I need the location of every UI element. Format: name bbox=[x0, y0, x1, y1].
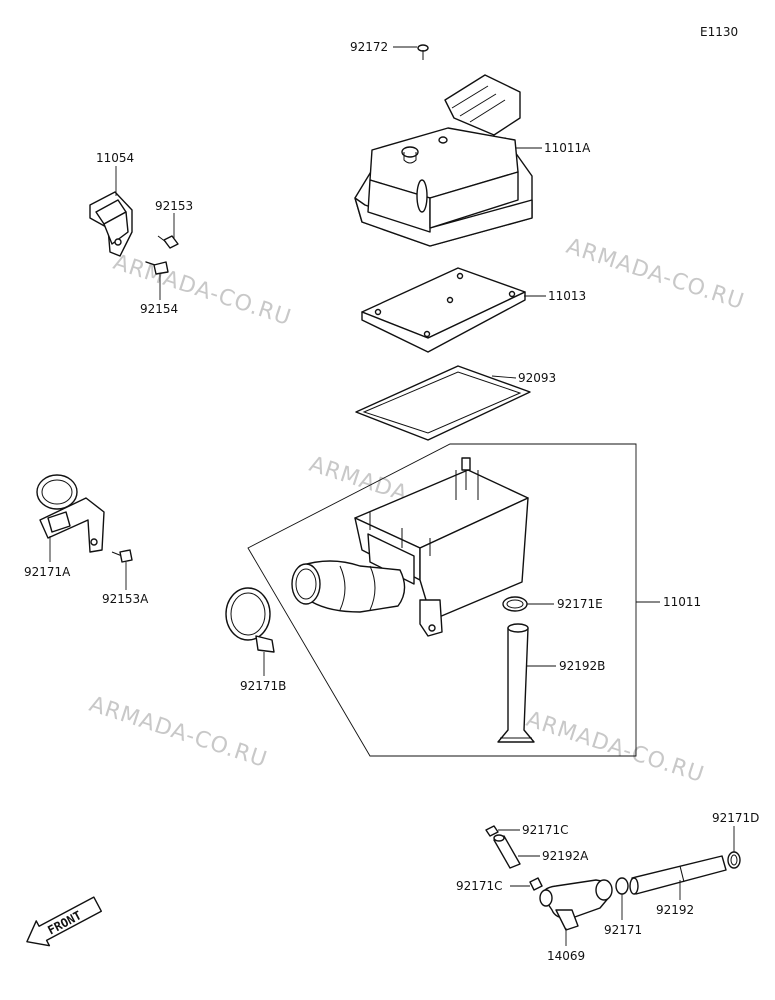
part-label-92171: 92171 bbox=[604, 923, 642, 937]
clamp-92171C-top bbox=[485, 825, 499, 837]
drain-tube-92192B bbox=[497, 623, 535, 743]
part-label-92192B: 92192B bbox=[559, 659, 605, 673]
clamp-92171E bbox=[502, 596, 528, 612]
part-label-92153A: 92153A bbox=[102, 592, 149, 606]
hose-92192 bbox=[629, 855, 727, 895]
clamp-92171D bbox=[727, 851, 741, 869]
watermark-text: ARMADA-CO.RU bbox=[563, 234, 747, 315]
part-label-92172: 92172 bbox=[350, 40, 388, 54]
part-label-92093: 92093 bbox=[518, 371, 556, 385]
part-label-92171A: 92171A bbox=[24, 565, 71, 579]
watermark-text: ARMADA-CO.RU bbox=[110, 250, 294, 331]
assembly-outline-11011 bbox=[247, 443, 637, 757]
part-label-92192A: 92192A bbox=[542, 849, 589, 863]
part-label-92171C-top: 92171C bbox=[522, 823, 569, 837]
part-label-11013: 11013 bbox=[548, 289, 586, 303]
clamp-92171 bbox=[615, 877, 629, 895]
part-label-11011: 11011 bbox=[663, 595, 701, 609]
bracket-11054 bbox=[89, 191, 133, 257]
screw-92172 bbox=[417, 44, 429, 60]
air-cleaner-cover bbox=[354, 74, 533, 247]
leader-line bbox=[491, 375, 517, 379]
part-label-11011A: 11011A bbox=[544, 141, 591, 155]
hose-92192A bbox=[493, 834, 521, 869]
diagram-code: E1130 bbox=[700, 25, 738, 39]
front-arrow-icon: FRONT bbox=[26, 896, 103, 947]
plate-11013 bbox=[361, 267, 526, 353]
part-label-92171E: 92171E bbox=[557, 597, 603, 611]
bolt-92153A bbox=[111, 549, 133, 563]
part-label-92153: 92153 bbox=[155, 199, 193, 213]
bolt-92154 bbox=[145, 261, 169, 275]
clamp-92171B bbox=[225, 587, 275, 653]
separator-14069 bbox=[539, 879, 613, 931]
gasket-92093 bbox=[355, 365, 531, 441]
air-cleaner-case bbox=[354, 457, 529, 637]
clamp-92171A bbox=[36, 474, 105, 553]
part-label-92192: 92192 bbox=[656, 903, 694, 917]
part-label-92171B: 92171B bbox=[240, 679, 286, 693]
part-label-11054: 11054 bbox=[96, 151, 134, 165]
part-label-14069: 14069 bbox=[547, 949, 585, 963]
watermark-text: ARMADA-CO.RU bbox=[523, 707, 707, 788]
part-label-92171D: 92171D bbox=[712, 811, 759, 825]
intake-duct bbox=[291, 560, 406, 613]
part-label-92154: 92154 bbox=[140, 302, 178, 316]
watermark-text: ARMADA-CO.RU bbox=[86, 692, 270, 773]
bolt-92153 bbox=[157, 235, 179, 249]
part-label-92171C-mid: 92171C bbox=[456, 879, 503, 893]
clamp-92171C-mid bbox=[529, 877, 543, 891]
